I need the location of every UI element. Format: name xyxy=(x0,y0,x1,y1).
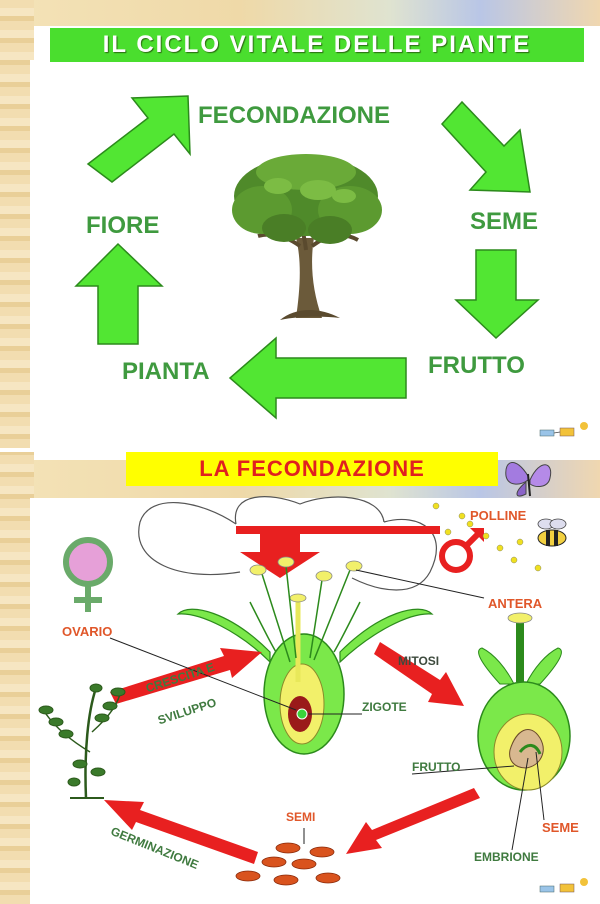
butterfly-icon xyxy=(505,462,552,497)
arrow-pianta-to-fiore xyxy=(74,242,164,345)
arrow-crescita xyxy=(110,648,262,704)
arrow-fiore-to-fecondazione xyxy=(86,95,191,183)
label-frutto: FRUTTO xyxy=(428,352,525,379)
arrow-germinazione xyxy=(104,800,258,864)
fecondazione-diagram xyxy=(38,462,588,893)
female-symbol-icon xyxy=(63,537,113,612)
label-embrione: EMBRIONE xyxy=(474,850,539,864)
mappe-logo-icon xyxy=(539,422,588,437)
arrow-mitosi xyxy=(374,642,464,706)
label-seme: SEME xyxy=(542,820,579,835)
label-zigote: ZIGOTE xyxy=(362,700,407,714)
pointer-lines xyxy=(109,569,545,851)
male-symbol-icon xyxy=(439,528,484,573)
slide-fecondazione: LA FECONDAZIONE xyxy=(0,452,600,904)
label-semi: SEMI xyxy=(286,810,316,824)
slide-life-cycle: IL CICLO VITALE DELLE PIANTE xyxy=(0,0,600,448)
fruit-illustration xyxy=(477,612,571,791)
bee-icon xyxy=(537,518,567,547)
label-seme: SEME xyxy=(470,208,539,235)
seedling-plant-illustration xyxy=(38,683,126,799)
arrow-to-semi xyxy=(346,788,480,854)
parchment-border xyxy=(0,0,34,448)
label-fiore: FIORE xyxy=(86,212,160,239)
seeds-illustration xyxy=(235,842,341,886)
tree-illustration xyxy=(232,154,382,320)
label-ovario: OVARIO xyxy=(62,624,113,639)
flower-petals-outline xyxy=(138,496,437,591)
arrow-frutto-to-pianta xyxy=(228,336,407,420)
label-fecondazione: FECONDAZIONE xyxy=(198,102,390,129)
page-title: IL CICLO VITALE DELLE PIANTE xyxy=(50,28,584,62)
decorative-top-strip xyxy=(0,0,600,26)
section-title: LA FECONDAZIONE xyxy=(126,452,498,486)
life-cycle-diagram xyxy=(74,95,588,437)
label-pianta: PIANTA xyxy=(122,358,210,385)
label-polline: POLLINE xyxy=(470,508,527,523)
pollen-grains xyxy=(432,502,542,572)
label-frutto: FRUTTO xyxy=(412,760,461,774)
arrow-fecondazione-to-seme xyxy=(440,100,531,193)
flower-main xyxy=(176,556,434,755)
mappe-logo-icon xyxy=(539,878,588,893)
label-mitosi: MITOSI xyxy=(398,654,440,668)
arrow-seme-to-frutto xyxy=(454,249,540,340)
parchment-border xyxy=(0,452,34,904)
label-antera: ANTERA xyxy=(488,596,543,611)
